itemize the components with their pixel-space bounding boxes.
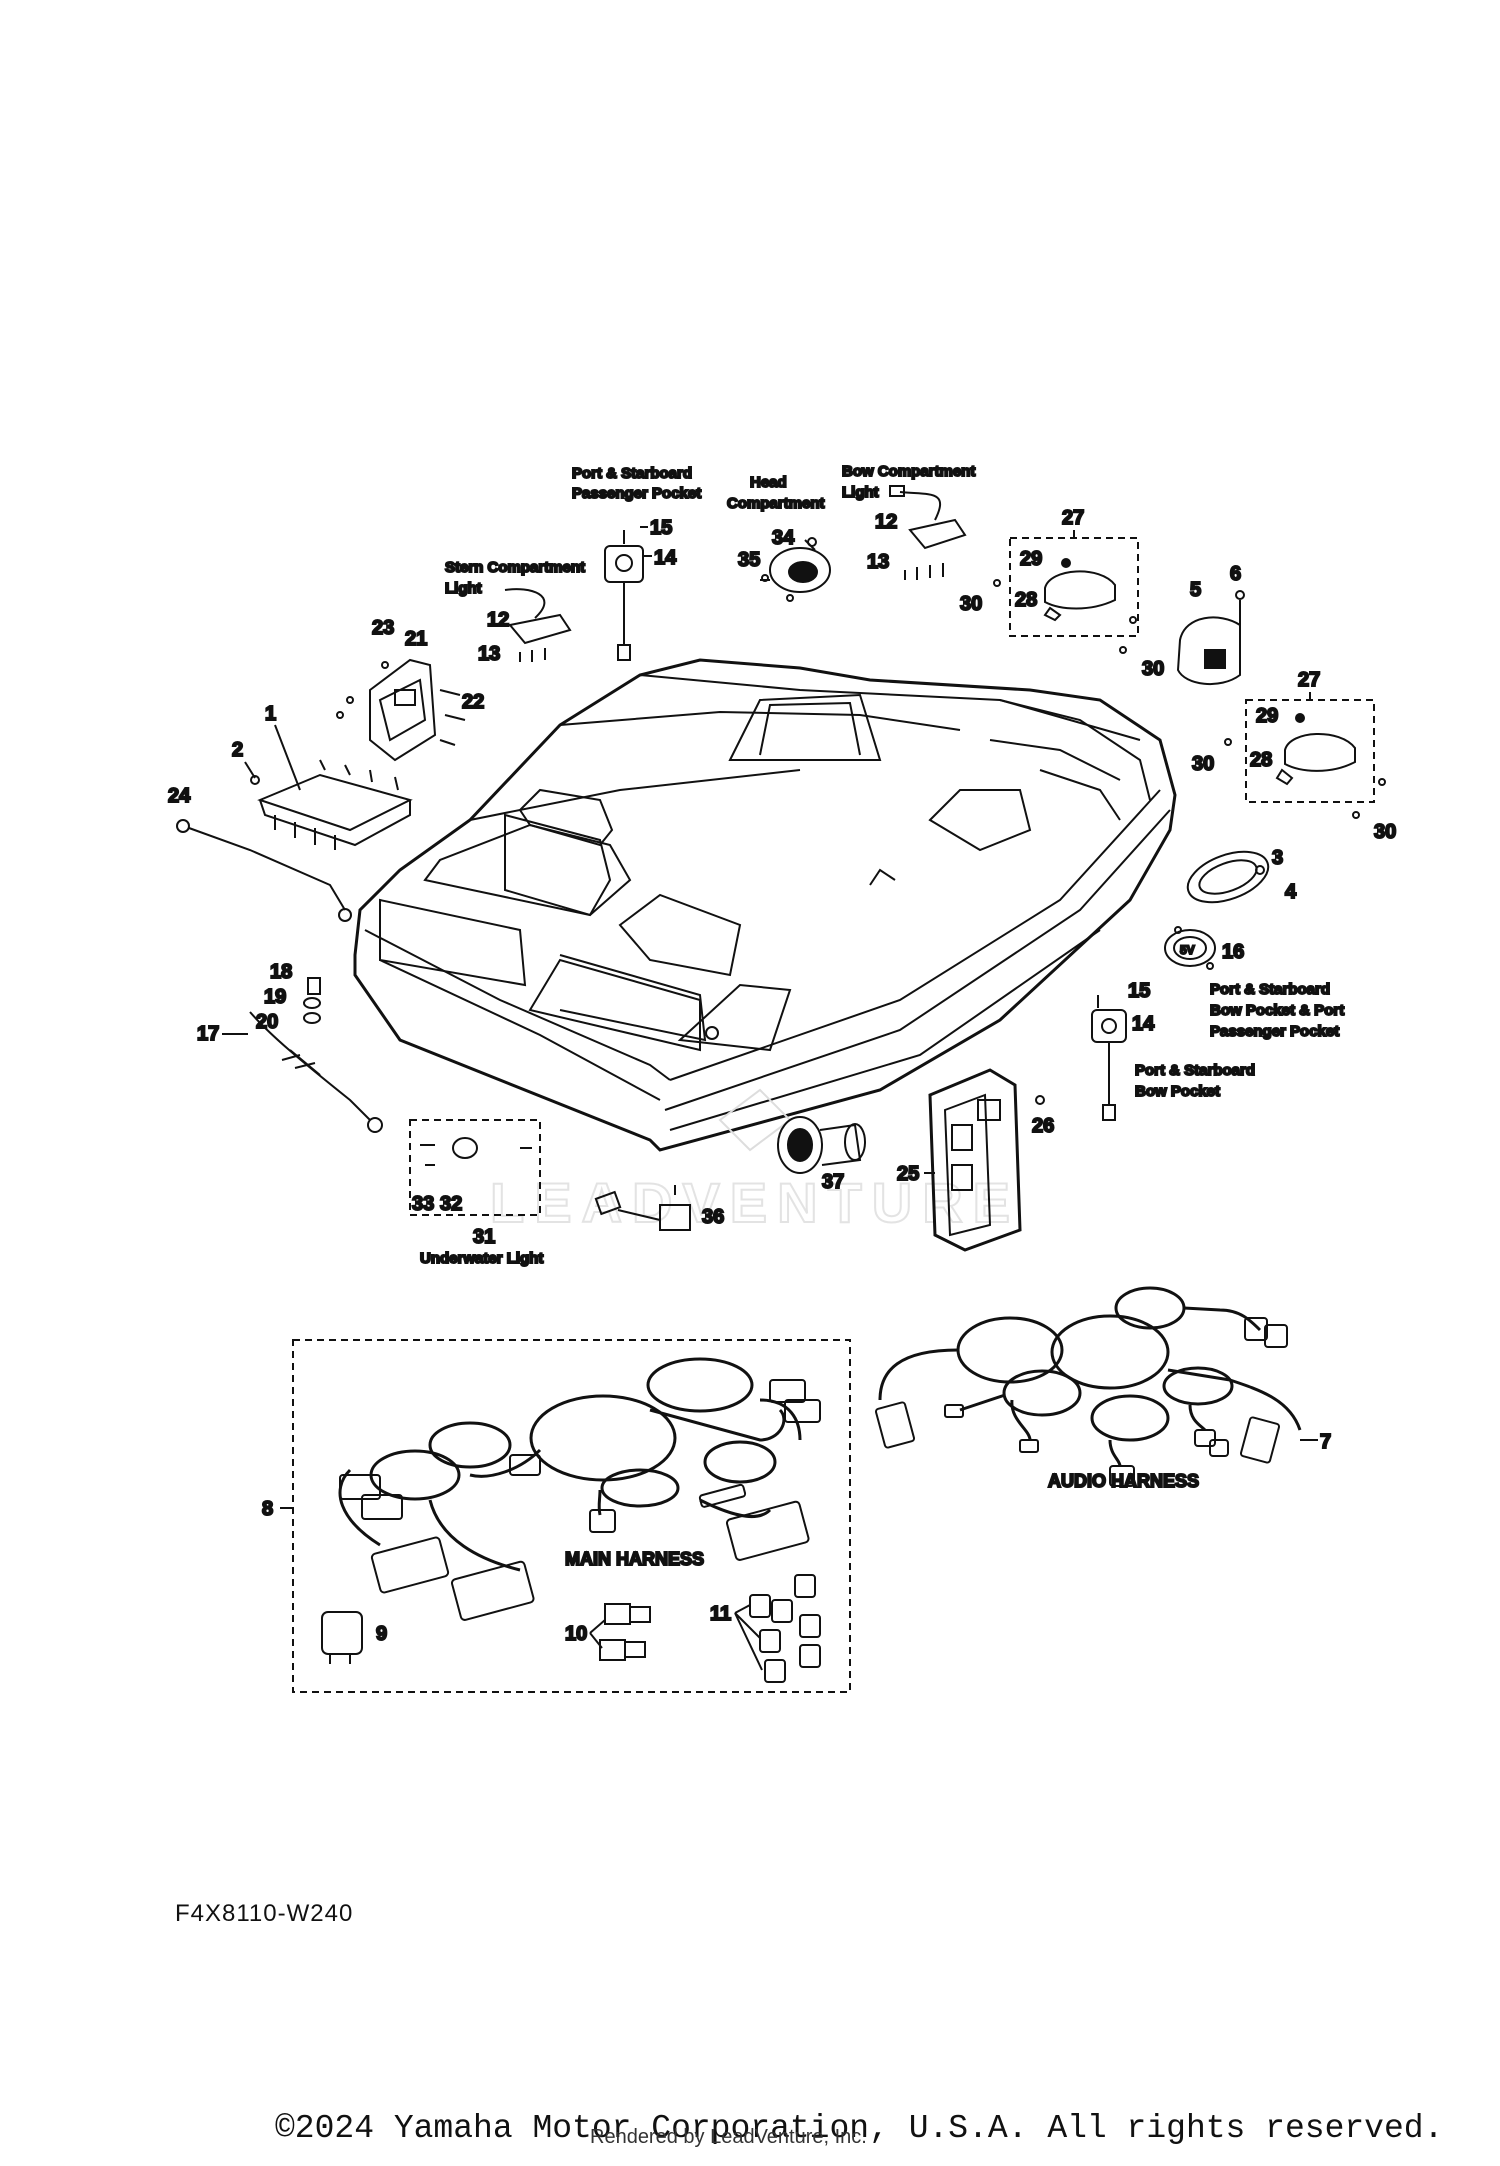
ground-cable-part	[249, 977, 383, 1133]
battery-tray-part	[250, 759, 413, 850]
battery-cable-part	[176, 819, 352, 922]
boat-hull-drawing	[353, 658, 1177, 1152]
callout-37: 37	[822, 1171, 844, 1193]
callout-16: 16	[1222, 941, 1244, 963]
switch-cover-part	[1176, 590, 1245, 686]
callout-24: 24	[168, 785, 191, 807]
callout-13-left: 13	[478, 643, 500, 665]
caption-bow-pocket-2: Bow Pocket	[1135, 1083, 1220, 1100]
callout-36: 36	[702, 1206, 724, 1228]
caption-bow-pocket-1: Port & Starboard	[1135, 1062, 1255, 1079]
callout-31: 31	[473, 1226, 495, 1248]
power-socket-part	[777, 1116, 866, 1174]
caption-bow-pocket-port-2: Bow Pocket & Port	[1210, 1002, 1344, 1019]
callout-30-b: 30	[1142, 658, 1164, 680]
head-speaker-part	[760, 537, 831, 602]
usb-socket-part	[1164, 926, 1216, 970]
callout-1: 1	[265, 703, 276, 725]
callout-4: 4	[1285, 881, 1297, 903]
callout-34: 34	[772, 527, 795, 549]
connector-pair-part	[599, 1603, 651, 1661]
kit-box-31	[409, 1119, 541, 1216]
relay-bracket-part	[336, 658, 466, 762]
usb-label: 5V	[1180, 943, 1195, 957]
mount-bracket-part	[928, 1068, 1045, 1252]
rendered-by-notice: Rendered by LeadVenture, Inc.	[590, 2126, 867, 2148]
dome-light-part-right	[1275, 713, 1356, 786]
callout-7: 7	[1320, 1431, 1331, 1453]
callout-9: 9	[376, 1623, 387, 1645]
callout-21: 21	[405, 628, 427, 650]
callout-15-top: 15	[650, 517, 672, 539]
callout-3: 3	[1272, 847, 1283, 869]
sensor-part	[594, 1185, 691, 1231]
callout-18: 18	[270, 961, 292, 983]
callout-30-d: 30	[1374, 821, 1396, 843]
callout-6: 6	[1230, 563, 1241, 585]
caption-bow-pocket-port-1: Port & Starboard	[1210, 981, 1330, 998]
callout-28-top: 28	[1015, 589, 1037, 611]
callout-22: 22	[462, 691, 484, 713]
callout-26: 26	[1032, 1115, 1054, 1137]
caption-underwater-light: Underwater Light	[420, 1250, 543, 1267]
callout-2: 2	[232, 739, 243, 761]
audio-harness-part	[878, 1286, 1302, 1467]
callout-25: 25	[897, 1163, 919, 1185]
callout-8: 8	[262, 1498, 273, 1520]
callout-12-top: 12	[875, 511, 897, 533]
callout-12-left: 12	[487, 609, 509, 631]
callout-17: 17	[197, 1023, 219, 1045]
callout-29-right: 29	[1256, 705, 1278, 727]
callout-32: 32	[440, 1193, 462, 1215]
caption-bow-compartment-light-2: Light	[842, 484, 879, 501]
callout-27-top: 27	[1062, 507, 1084, 529]
callout-13-top: 13	[867, 551, 889, 573]
callout-30-a: 30	[960, 593, 982, 615]
diagram-code: F4X8110-W240	[175, 1900, 354, 1927]
callout-20: 20	[256, 1011, 278, 1033]
caption-audio-harness: AUDIO HARNESS	[1048, 1471, 1199, 1491]
callout-30-c: 30	[1192, 753, 1214, 775]
audio-harness-connectors	[875, 1317, 1288, 1487]
callout-23: 23	[372, 617, 394, 639]
callout-28-right: 28	[1250, 749, 1272, 771]
callout-14-right: 14	[1132, 1013, 1155, 1035]
callout-33: 33	[412, 1193, 434, 1215]
callout-27-right: 27	[1298, 669, 1320, 691]
watermark: LEADVENTURE	[490, 1171, 1020, 1234]
stern-light-part	[504, 588, 572, 662]
caption-stern-compartment-light-2: Light	[445, 580, 482, 597]
pocket-light-part	[604, 530, 644, 661]
caption-stern-compartment-light-1: Stern Compartment	[445, 559, 585, 576]
caption-port-starboard-passenger-pocket-1: Port & Starboard	[572, 465, 692, 482]
callout-5: 5	[1190, 579, 1201, 601]
caption-port-starboard-passenger-pocket-2: Passenger Pocket	[572, 485, 701, 502]
copyright-notice: ©2024 Yamaha Motor Corporation, U.S.A. A…	[275, 2110, 1444, 2147]
main-harness-connectors	[339, 1379, 821, 1621]
callout-11: 11	[710, 1603, 731, 1625]
callout-19: 19	[264, 986, 286, 1008]
caption-head-compartment-2: Compartment	[727, 495, 825, 512]
bow-light-part	[889, 485, 967, 580]
callout-35: 35	[738, 549, 760, 571]
callout-10: 10	[565, 1623, 587, 1645]
callout-14-top: 14	[654, 547, 677, 569]
main-harness-box	[292, 1339, 851, 1693]
caption-head-compartment-1: Head	[750, 474, 787, 491]
dome-light-part-top	[1043, 558, 1116, 622]
caption-main-harness: MAIN HARNESS	[565, 1549, 704, 1569]
underwater-light-part	[420, 1137, 532, 1166]
caption-bow-compartment-light-1: Bow Compartment	[842, 463, 975, 480]
callout-15-right: 15	[1128, 980, 1150, 1002]
callout-29-top: 29	[1020, 548, 1042, 570]
relay-part	[321, 1611, 363, 1664]
speaker-grille-part	[1186, 850, 1270, 904]
pocket-light-part-right	[1091, 995, 1127, 1121]
caption-bow-pocket-port-3: Passenger Pocket	[1210, 1023, 1339, 1040]
